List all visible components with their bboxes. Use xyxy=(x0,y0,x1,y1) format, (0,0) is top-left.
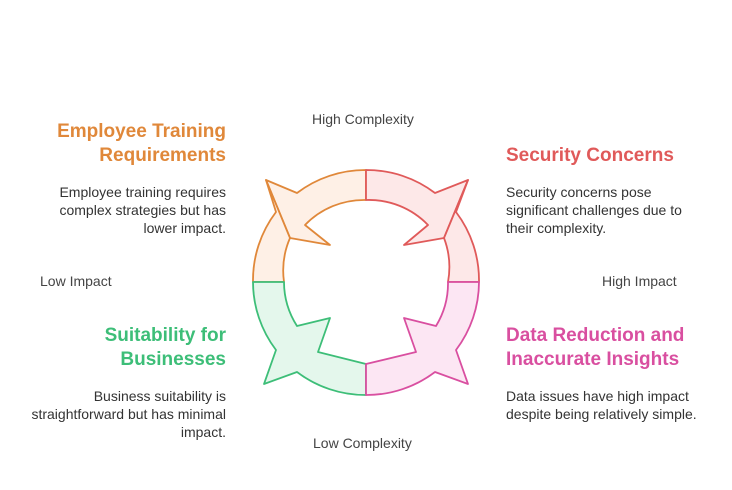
segment-top-right xyxy=(365,169,469,246)
segment-bottom-right xyxy=(365,281,480,396)
employee-training-title: Employee Training Requirements xyxy=(57,121,226,166)
employee-training-description: Employee training requires complex strat… xyxy=(59,184,226,236)
axis-right-label: High Impact xyxy=(602,273,677,289)
axis-bottom-label: Low Complexity xyxy=(313,435,412,451)
axis-top-label: High Complexity xyxy=(312,111,414,127)
segment-top-left xyxy=(265,169,367,246)
suitability-title: Suitability for Businesses xyxy=(104,325,226,370)
axis-left-label: Low Impact xyxy=(40,273,112,289)
segment-bottom-left xyxy=(252,281,367,396)
suitability-description: Business suitability is straightforward … xyxy=(31,388,226,440)
security-concerns-title: Security Concerns xyxy=(506,145,674,166)
data-reduction-description: Data issues have high impact despite bei… xyxy=(506,388,697,422)
security-concerns-description: Security concerns pose significant chall… xyxy=(506,184,682,236)
data-reduction-title: Data Reduction and Inaccurate Insights xyxy=(506,325,685,370)
